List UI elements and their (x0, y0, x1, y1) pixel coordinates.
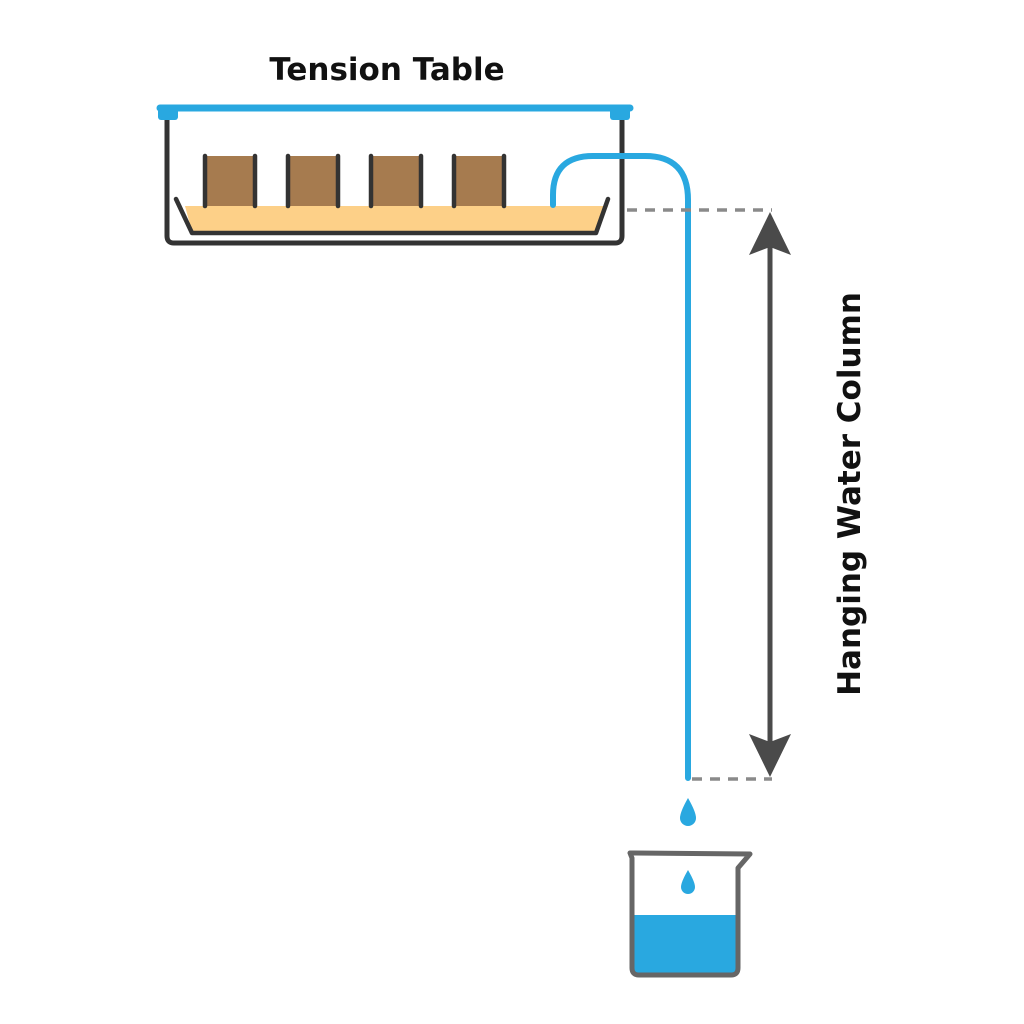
beaker-outline (627, 850, 753, 978)
height-arrow (749, 212, 791, 777)
water-droplet-icon (680, 798, 696, 826)
water-tube (550, 153, 691, 781)
arrow-head-up (749, 212, 791, 255)
tension-table-lid (156, 104, 634, 120)
collection-beaker (627, 850, 753, 978)
soil-sample (368, 153, 424, 209)
sand-bed (185, 206, 608, 232)
sand-bed-tray (173, 196, 611, 236)
tension-table-tray (164, 115, 625, 246)
soil-sample (202, 153, 258, 209)
beaker-water (634, 915, 737, 973)
soil-sample (285, 153, 341, 209)
diagram-title: Tension Table (269, 52, 504, 88)
soil-sample (451, 153, 507, 209)
hanging-water-column-label: Hanging Water Column (832, 292, 868, 696)
beaker-droplet-icon (681, 870, 695, 894)
arrow-head-down (749, 734, 791, 777)
